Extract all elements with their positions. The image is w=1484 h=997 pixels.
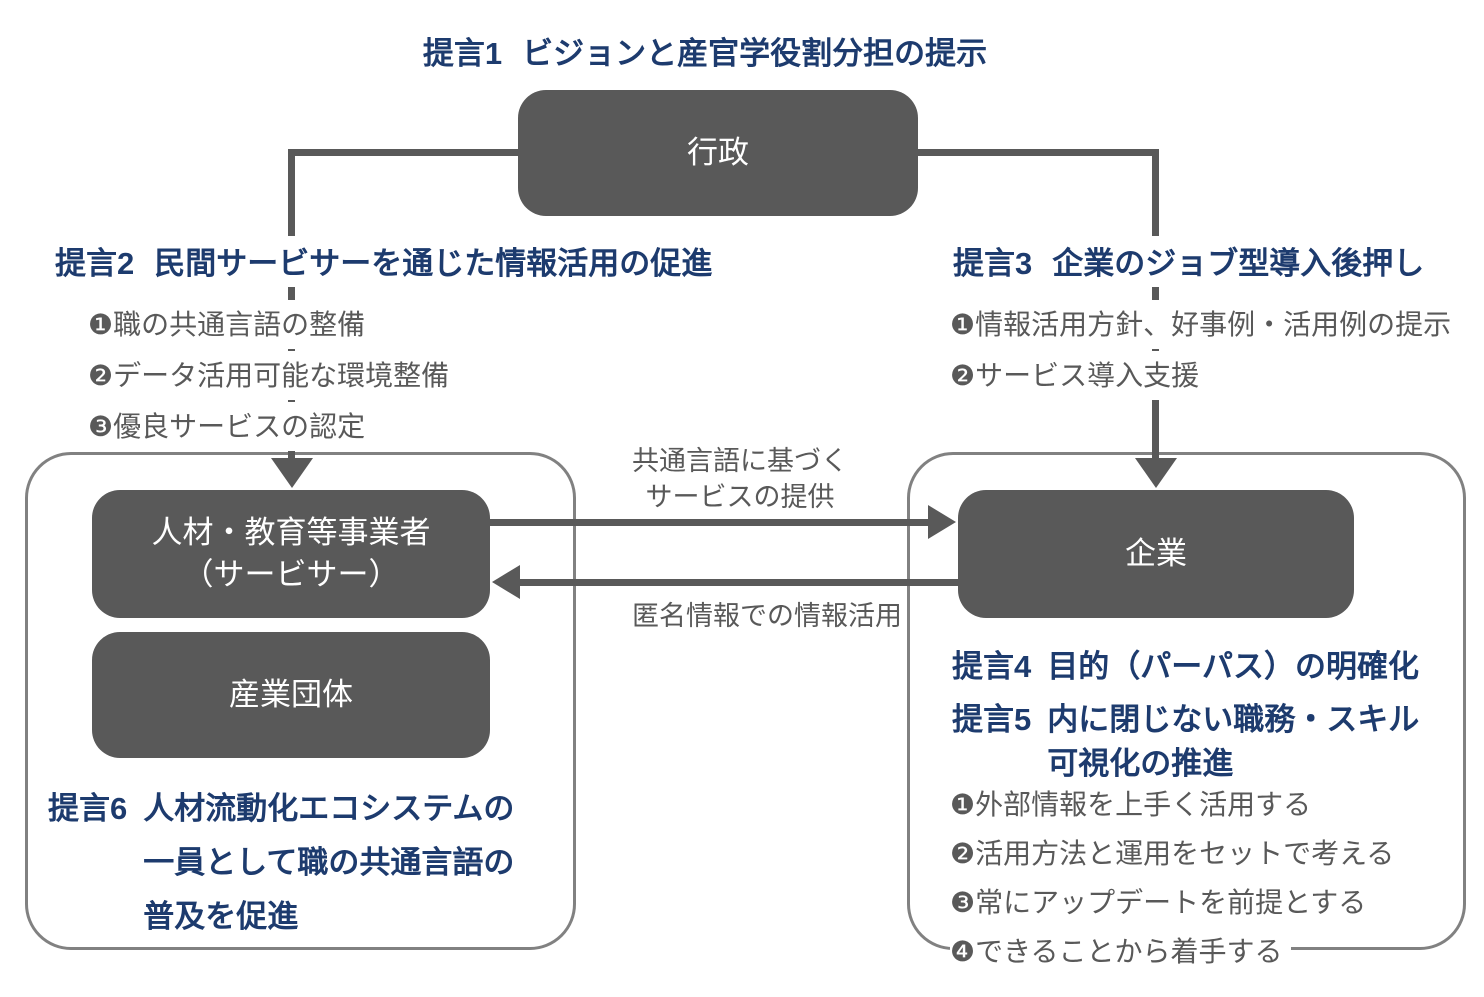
proposal4-block: 提言4 目的（パーパス）の明確化 — [952, 646, 1419, 688]
proposal4-text: 目的（パーパス）の明確化 — [1047, 649, 1419, 684]
list-item-text: ❷データ活用可能な環境整備 — [88, 351, 458, 400]
arrowhead-right-icon — [928, 505, 956, 539]
proposal3-list: ❶情報活用方針、好事例・活用例の提示 ❷サービス導入支援 — [950, 300, 1460, 402]
service-provision-label: 共通言語に基づく サービスの提供 — [600, 443, 880, 515]
proposal2-list: ❶職の共通言語の整備 ❷データ活用可能な環境整備 ❸優良サービスの認定 — [88, 300, 458, 453]
list-item-text: ❹できることから着手する — [950, 928, 1291, 975]
proposal6-label: 提言6 — [48, 791, 128, 826]
anonymous-info-label: 匿名情報での情報活用 — [632, 598, 902, 634]
proposal2-heading: 提言2 民間サービサーを通じた情報活用の促進 — [55, 236, 719, 287]
servicer-box-line1: 人材・教育等事業者 — [151, 515, 431, 550]
proposal5-line: 可視化の推進 — [1047, 746, 1234, 781]
list-item-text: ❸優良サービスの認定 — [88, 402, 374, 451]
list-item: ❹できることから着手する — [950, 928, 1402, 977]
connector-right-horizontal — [916, 149, 1159, 156]
proposal2-text: 民間サービサーを通じた情報活用の促進 — [154, 246, 713, 281]
proposal6-body: 人材流動化エコシステムの 一員として職の共通言語の 普及を促進 — [143, 782, 514, 944]
arrowhead-left-icon — [492, 565, 520, 599]
proposal1-title: 提言1 ビジョンと産官学役割分担の提示 — [330, 28, 1080, 73]
proposal6-line: 人材流動化エコシステムの — [143, 791, 515, 826]
government-box: 行政 — [518, 90, 918, 216]
list-item: ❶職の共通言語の整備 — [88, 300, 457, 351]
industry-box-label: 産業団体 — [229, 677, 353, 712]
connector-left-horizontal — [288, 149, 520, 156]
list-item: ❶外部情報を上手く活用する — [950, 781, 1402, 830]
list-item: ❸優良サービスの認定 — [88, 402, 457, 453]
list-item: ❷データ活用可能な環境整備 — [88, 351, 458, 402]
left-group-frame — [25, 452, 576, 950]
government-box-label: 行政 — [687, 135, 749, 170]
anonymous-info-label-text: 匿名情報での情報活用 — [632, 601, 902, 631]
proposal6-line: 普及を促進 — [143, 899, 299, 934]
company-actions-list: ❶外部情報を上手く活用する ❷活用方法と運用をセットで考える ❸常にアップデート… — [950, 781, 1403, 977]
list-item-text: ❷活用方法と運用をセットで考える — [950, 830, 1403, 877]
proposal5-label: 提言5 — [952, 702, 1032, 737]
proposal5-body: 内に閉じない職務・スキル 可視化の推進 — [1047, 698, 1419, 786]
proposal6-block: 提言6 人材流動化エコシステムの 一員として職の共通言語の 普及を促進 — [48, 782, 514, 944]
service-provision-label-line1: 共通言語に基づく — [632, 446, 848, 476]
list-item-text: ❸常にアップデートを前提とする — [950, 879, 1375, 926]
list-item: ❸常にアップデートを前提とする — [950, 879, 1402, 928]
list-item-text: ❶情報活用方針、好事例・活用例の提示 — [950, 300, 1460, 349]
proposal6-line: 一員として職の共通言語の — [143, 845, 515, 880]
company-box: 企業 — [958, 490, 1354, 618]
service-provision-label-line2: サービスの提供 — [645, 482, 835, 512]
proposal1-text: ビジョンと産官学役割分担の提示 — [522, 36, 988, 71]
proposal1-label: 提言1 — [422, 36, 503, 71]
company-box-label: 企業 — [1125, 536, 1187, 571]
list-item-text: ❷サービス導入支援 — [950, 351, 1208, 400]
list-item-text: ❶外部情報を上手く活用する — [950, 781, 1320, 828]
proposal3-heading: 提言3 企業のジョブ型導入後押し — [953, 236, 1431, 287]
arrow-to-company-shaft — [490, 519, 930, 526]
proposal5-line: 内に閉じない職務・スキル — [1047, 702, 1420, 737]
arrowhead-down-right-icon — [1135, 458, 1177, 488]
servicer-box-line2: （サービサー） — [182, 557, 400, 592]
list-item: ❶情報活用方針、好事例・活用例の提示 — [950, 300, 1460, 351]
industry-box: 産業団体 — [92, 632, 490, 758]
proposal3-text: 企業のジョブ型導入後押し — [1052, 246, 1425, 281]
list-item: ❷活用方法と運用をセットで考える — [950, 830, 1403, 879]
arrow-to-servicer-shaft — [520, 579, 958, 586]
servicer-box: 人材・教育等事業者 （サービサー） — [92, 490, 490, 618]
list-item: ❷サービス導入支援 — [950, 351, 1459, 402]
list-item-text: ❶職の共通言語の整備 — [88, 300, 374, 349]
proposal5-block: 提言5 内に閉じない職務・スキル 可視化の推進 — [952, 698, 1419, 786]
proposal2-label: 提言2 — [55, 246, 135, 281]
proposal4-label: 提言4 — [952, 649, 1032, 684]
arrowhead-down-left-icon — [271, 458, 313, 488]
proposal3-label: 提言3 — [953, 246, 1033, 281]
